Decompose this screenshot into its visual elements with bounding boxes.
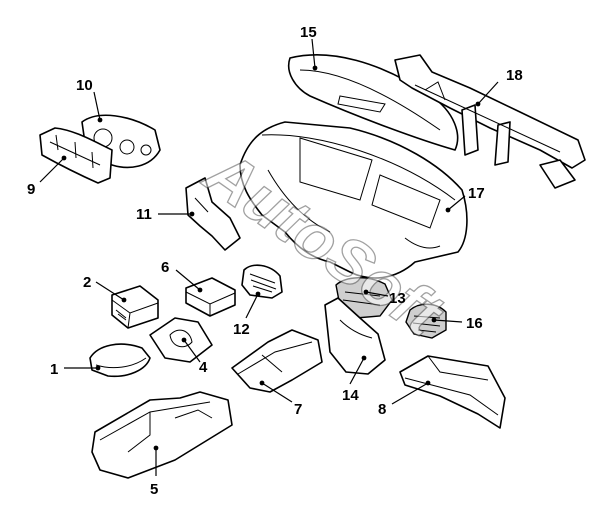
part-8-glove-box (399, 355, 506, 429)
callout-7: 7 (294, 401, 302, 418)
callout-6: 6 (161, 259, 169, 276)
part-12-center-vent (241, 264, 283, 299)
part-14-lower-panel (324, 297, 386, 375)
part-17-dashboard-panel (239, 121, 468, 279)
callout-15: 15 (300, 24, 317, 41)
part-9-cluster-hood (39, 127, 113, 184)
callout-17: 17 (468, 185, 485, 202)
callout-11: 11 (136, 206, 152, 223)
callout-labels: 1 2 3 4 5 6 7 8 9 10 11 12 14 15 16 17 1… (27, 24, 523, 498)
part-7-console-bracket (231, 329, 323, 393)
part-4-shifter-bezel (149, 317, 213, 363)
callout-2: 2 (83, 274, 91, 291)
part-15-dash-top-cover (288, 54, 459, 151)
leader-lines (39, 38, 499, 476)
part-2-module (111, 285, 159, 329)
part-16-side-vent (405, 303, 447, 339)
part-5-center-console (91, 391, 233, 479)
part-1-armrest-lid (89, 343, 151, 378)
callout-4: 4 (199, 359, 208, 376)
part-6-module (185, 277, 236, 317)
callout-9: 9 (27, 181, 35, 198)
callout-5: 5 (150, 481, 158, 498)
callout-18: 18 (506, 67, 523, 84)
callout-14: 14 (342, 387, 359, 404)
part-11-left-trim-panel (185, 177, 241, 251)
callout-16: 16 (466, 315, 483, 332)
callout-10: 10 (76, 77, 93, 94)
callout-12: 12 (233, 321, 250, 338)
callout-1: 1 (50, 361, 58, 378)
part-18-crossbar-bracket (394, 54, 586, 189)
callout-13: 13 (389, 290, 406, 307)
callout-8: 8 (378, 401, 386, 418)
